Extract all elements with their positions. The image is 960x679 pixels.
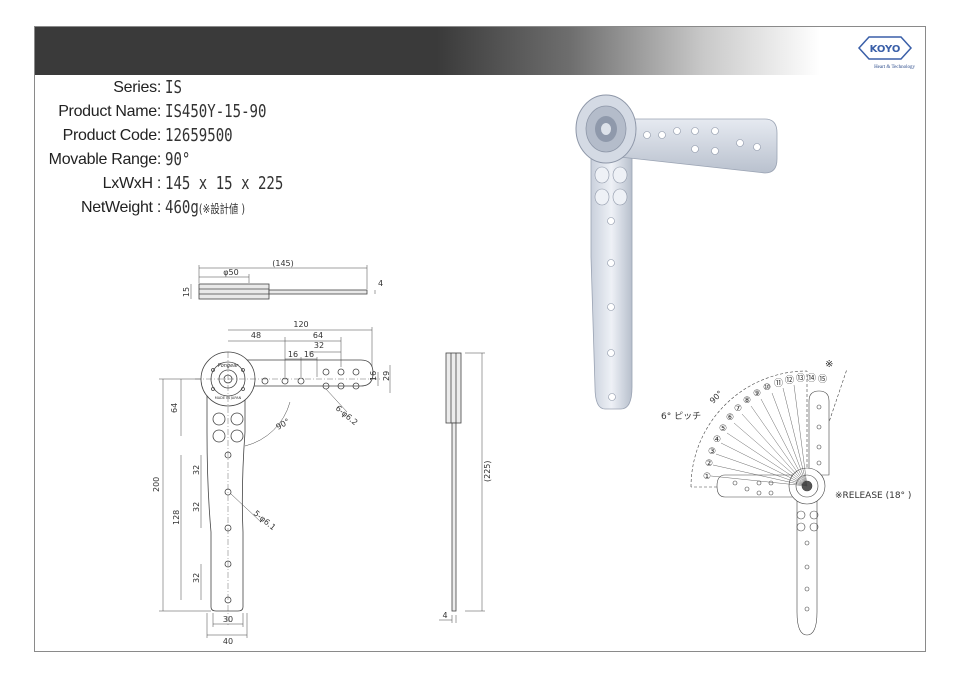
- dim-plate: 4: [378, 279, 383, 288]
- hole-spec-vertical: 5-φ6.1: [252, 509, 278, 533]
- step-13: ⑬: [796, 373, 805, 384]
- dim-120: 120: [293, 320, 308, 329]
- spec-label: NetWeight :: [81, 199, 161, 216]
- koyo-logo-icon: KOYO: [857, 36, 913, 60]
- weight-note: (※設計値 ): [198, 202, 246, 216]
- weight-value: 460g: [165, 197, 199, 218]
- dim-overall-length: (145): [272, 259, 294, 268]
- spec-value: 460g(※設計値 ): [165, 197, 245, 218]
- dim-16b: 16: [304, 350, 314, 359]
- koyo-logo: KOYO Heart & Technology: [855, 33, 915, 71]
- step-15: ⑮: [818, 374, 827, 385]
- spec-table: Series: IS Product Name: IS450Y-15-90 Pr…: [39, 77, 339, 223]
- step-7: ⑦: [734, 404, 742, 414]
- front-view: [159, 327, 391, 638]
- dim-v32c: 32: [192, 573, 201, 583]
- datasheet: KOYO Heart & Technology Series: IS Produ…: [34, 26, 926, 652]
- dim-v128: 128: [172, 510, 181, 525]
- dim-32: 32: [314, 341, 324, 350]
- step-14: ⑭: [807, 373, 816, 384]
- pitch-label: 6° ピッチ: [661, 411, 701, 422]
- spec-value: IS450Y-15-90: [165, 101, 267, 122]
- spec-value: 90°: [165, 149, 191, 170]
- rotation-angle-label: 90°: [708, 389, 724, 405]
- dim-v200: 200: [152, 477, 161, 492]
- rotation-diagram: [690, 368, 848, 636]
- step-9: ⑨: [753, 389, 761, 399]
- dim-diameter: φ50: [223, 268, 238, 277]
- angle-90: 90°: [275, 417, 292, 432]
- logo-tagline: Heart & Technology: [874, 65, 915, 70]
- hole-spec-arm: 6-φ6.2: [334, 404, 360, 428]
- step-4: ④: [713, 435, 721, 445]
- dim-v32b: 32: [192, 502, 201, 512]
- step-8: ⑧: [743, 396, 751, 406]
- dim-v64: 64: [170, 403, 179, 413]
- dim-64: 64: [313, 331, 323, 340]
- spec-row-weight: NetWeight : 460g(※設計値 ): [39, 197, 339, 223]
- header-band: [35, 27, 925, 75]
- dim-right-29: 29: [382, 371, 391, 381]
- rotation-step-labels: ① ② ③ ④ ⑤ ⑥ ⑦ ⑧ ⑨ ⑩ ⑪ ⑫ ⑬ ⑭ ⑮: [703, 373, 827, 482]
- step-1: ①: [703, 472, 711, 482]
- spec-label: Series:: [113, 79, 161, 96]
- dim-right-16: 16: [369, 371, 378, 381]
- step-11: ⑪: [774, 378, 783, 389]
- step-12: ⑫: [785, 375, 794, 386]
- step-5: ⑤: [719, 424, 727, 434]
- dim-48: 48: [251, 331, 261, 340]
- step-10: ⑩: [763, 383, 771, 393]
- dim-16a: 16: [288, 350, 298, 359]
- step-2: ②: [705, 459, 713, 469]
- spec-row-dimensions: LxWxH : 145 x 15 x 225: [39, 173, 339, 199]
- spec-label: Product Name:: [58, 103, 161, 120]
- step-3: ③: [708, 447, 716, 457]
- spec-value: 145 x 15 x 225: [165, 173, 284, 194]
- step-6: ⑥: [726, 413, 734, 423]
- release-label: ※RELEASE (18° ): [835, 491, 911, 501]
- spec-row-series: Series: IS: [39, 77, 339, 103]
- dim-v32a: 32: [192, 465, 201, 475]
- spec-label: LxWxH :: [102, 175, 162, 192]
- stamp-made-in: MADE IN JAPAN: [215, 396, 242, 400]
- spec-label: Movable Range:: [48, 151, 162, 168]
- spec-row-product-name: Product Name: IS450Y-15-90: [39, 101, 339, 127]
- stamp-brand: Pongear: [218, 363, 240, 369]
- dim-t4: 4: [442, 611, 447, 620]
- dim-h225: (225): [483, 460, 492, 482]
- spec-value: IS: [165, 77, 182, 98]
- spec-label: Product Code:: [62, 127, 162, 144]
- product-render: [575, 94, 778, 410]
- dim-b30: 30: [223, 615, 233, 624]
- dim-thickness: 15: [182, 287, 191, 297]
- logo-text: KOYO: [870, 44, 901, 55]
- spec-value: 12659500: [165, 125, 233, 146]
- release-mark: ※: [825, 359, 833, 370]
- technical-drawing: (145) φ50 15 4: [152, 94, 911, 646]
- side-view: [439, 352, 485, 623]
- spec-row-product-code: Product Code: 12659500: [39, 125, 339, 151]
- top-view: [190, 265, 376, 300]
- spec-row-movable-range: Movable Range: 90°: [39, 149, 339, 175]
- dim-b40: 40: [223, 637, 233, 646]
